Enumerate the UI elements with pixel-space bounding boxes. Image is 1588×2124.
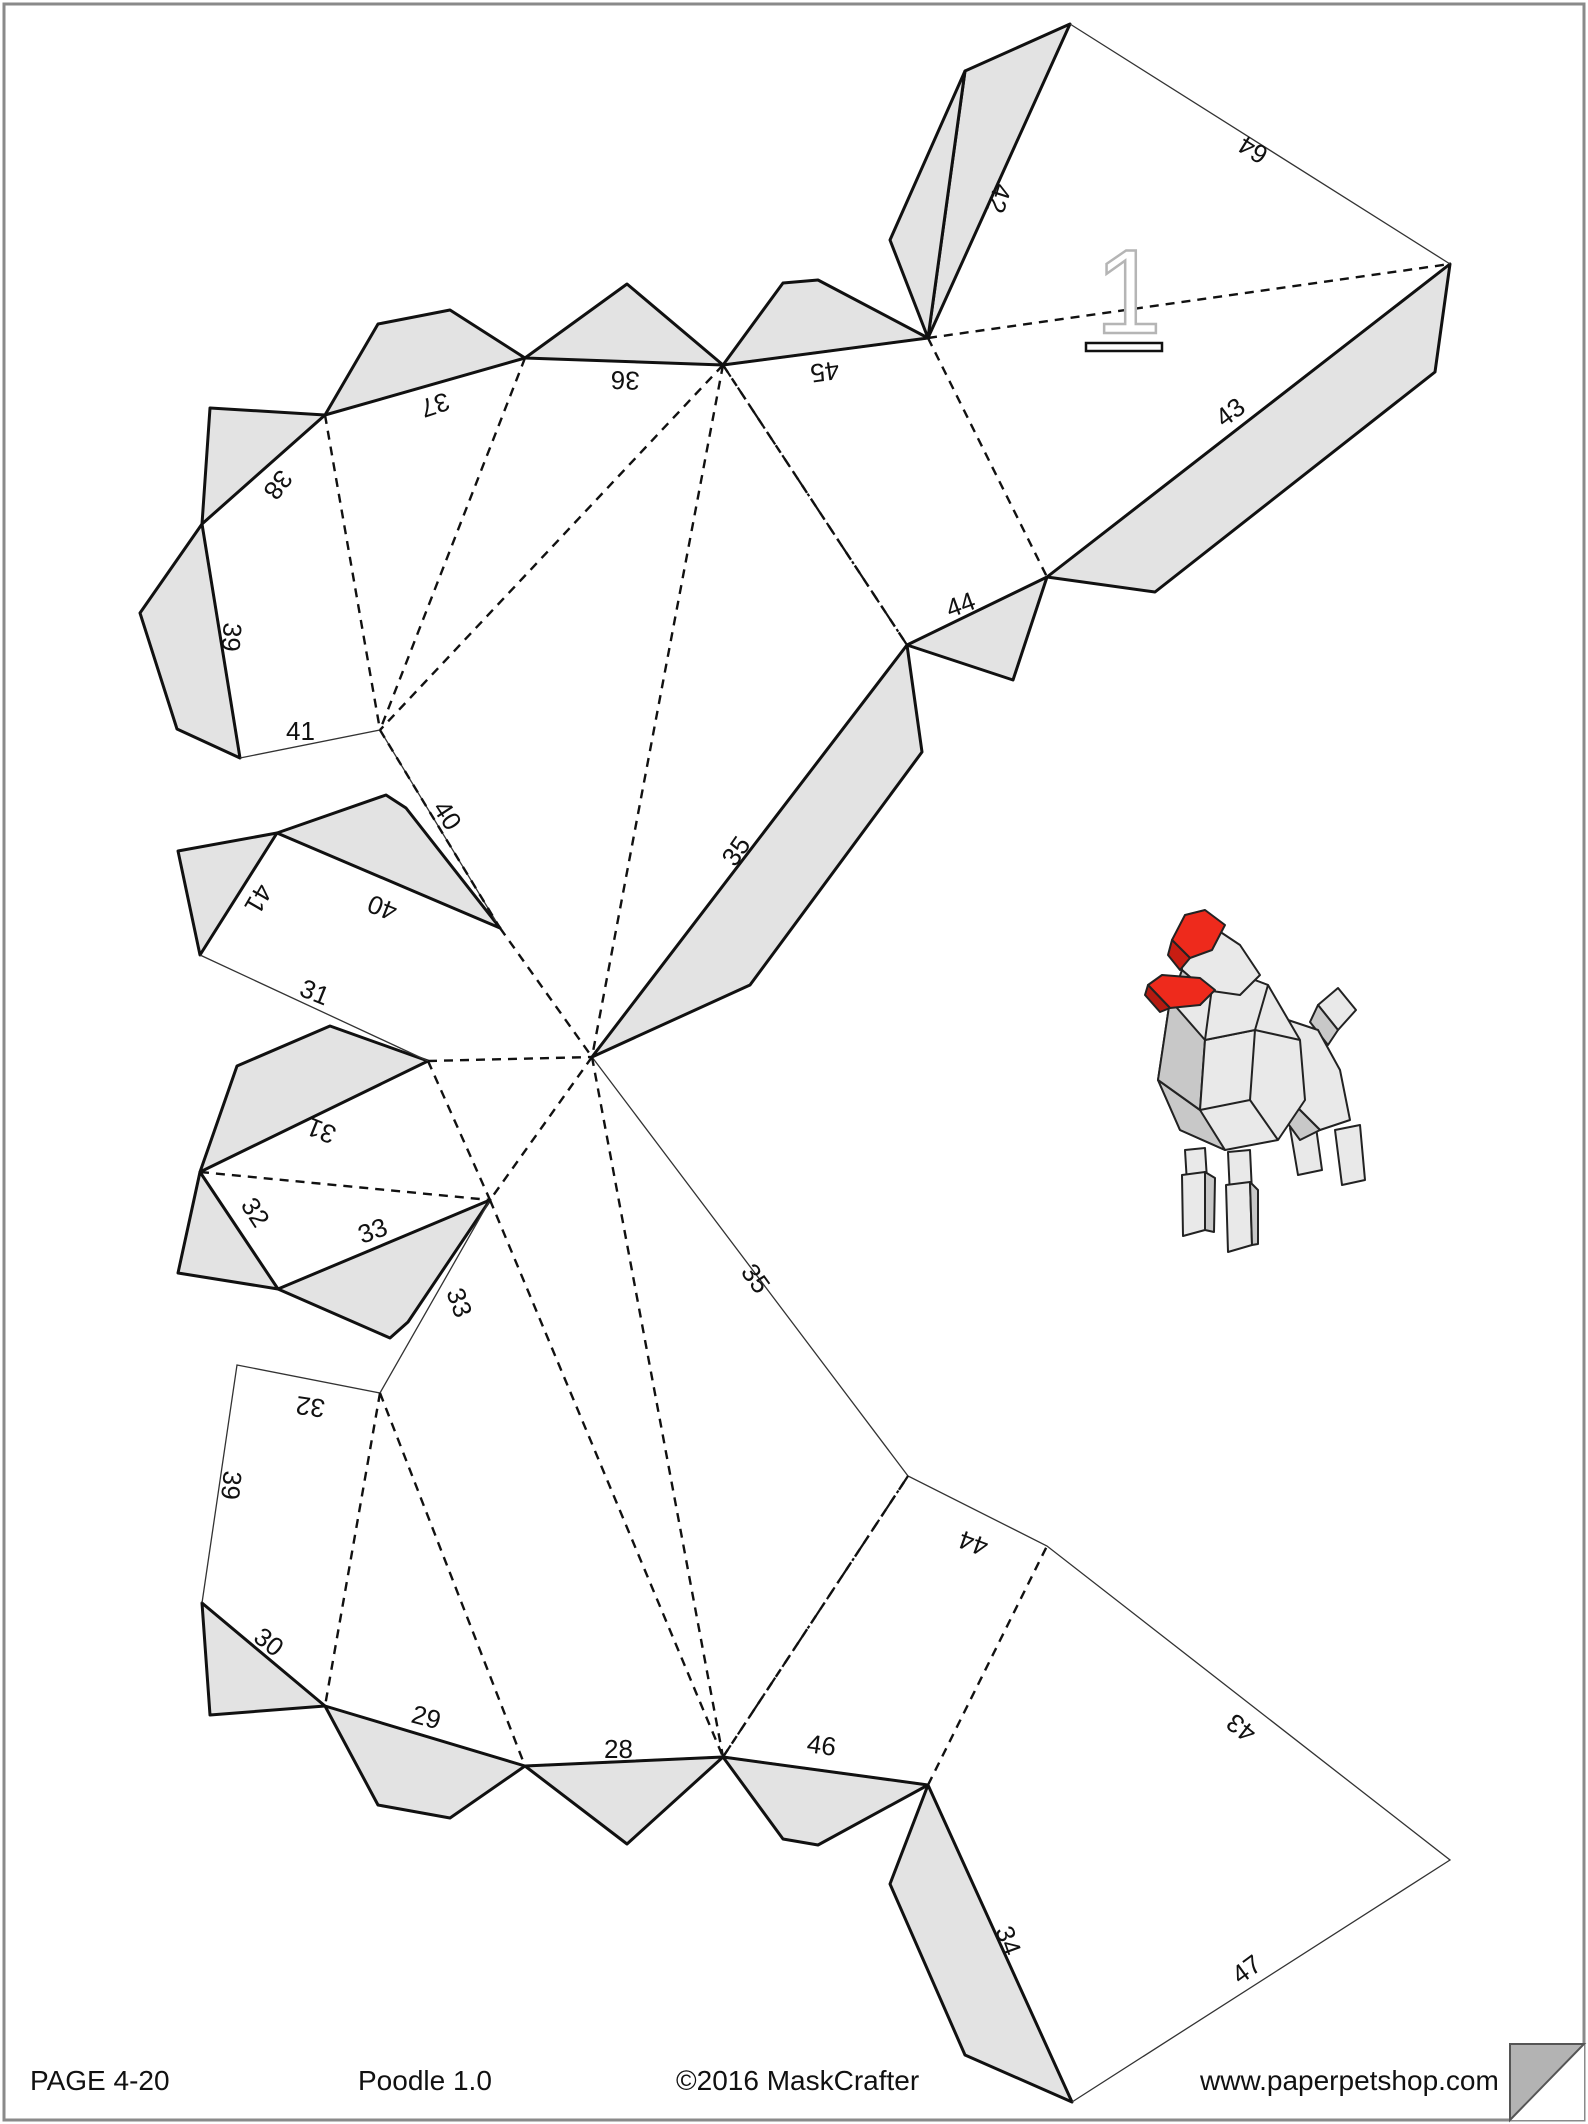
edge-label: 39 [216, 621, 248, 652]
flap-44 [905, 575, 1049, 682]
flap-28 [523, 1755, 725, 1846]
flap-30 [200, 1601, 327, 1717]
mountain-folds [201, 356, 909, 1768]
edge-label: 40 [363, 889, 401, 928]
edge-label: 41 [286, 716, 315, 746]
model-name: Poodle 1.0 [358, 2065, 492, 2096]
piece-number: 1 [1095, 225, 1162, 359]
flap-39 [138, 522, 242, 760]
edge-label: 64 [1233, 130, 1273, 171]
piece-number-underline [1084, 341, 1164, 353]
edge-label: 28 [604, 1734, 633, 1764]
page-curl-icon [1509, 2043, 1587, 2123]
edge-label: 47 [1226, 1949, 1267, 1990]
edge-label: 36 [610, 365, 640, 396]
edge-label: 32 [235, 1192, 276, 1233]
edge-label: 37 [417, 386, 454, 423]
flap-32 [176, 1170, 280, 1291]
poodle-back-leg [1334, 1124, 1366, 1186]
flap-46 [721, 1755, 930, 1847]
edge-label: 44 [955, 1524, 992, 1562]
edge-label: 31 [296, 973, 334, 1012]
flap-36 [523, 282, 725, 367]
flap-43 [1045, 262, 1452, 594]
edge-label: 29 [408, 1699, 444, 1735]
flap-34 [888, 1783, 1074, 2104]
copyright: ©2016 MaskCrafter [676, 2065, 919, 2096]
edge-label: 45 [809, 355, 842, 389]
edge-label: 33 [440, 1284, 478, 1321]
flap-42b [888, 69, 967, 340]
footer: PAGE 4-20 Poodle 1.0 ©2016 MaskCrafter w… [30, 2065, 1499, 2096]
flap-33 [276, 1198, 492, 1340]
poodle-preview-icon [1144, 909, 1366, 1253]
page-number: PAGE 4-20 [30, 2065, 170, 2096]
edge-label: 40 [427, 795, 468, 836]
flap-38 [200, 406, 327, 526]
flap-31 [198, 1024, 430, 1174]
edge-label: 39 [215, 1469, 248, 1501]
flap-35 [590, 643, 924, 1059]
edge-label: 43 [1220, 1707, 1261, 1748]
edge-label: 46 [805, 1728, 838, 1762]
edge-label: 32 [294, 1390, 327, 1424]
website-link[interactable]: www.paperpetshop.com [1199, 2065, 1499, 2096]
